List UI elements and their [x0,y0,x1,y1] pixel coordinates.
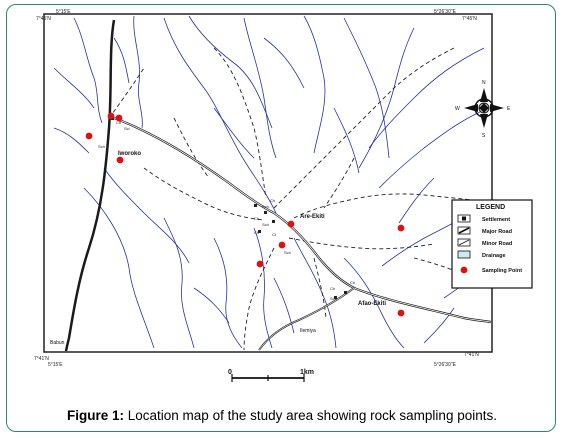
place-ilemiya: Ilemiya [300,328,316,334]
scale-end: 1km [300,369,314,376]
legend-title: LEGEND [476,204,505,211]
legend: LEGEND Settlement Major Road Minor Road … [451,199,533,289]
scale-start: 0 [228,369,232,376]
place-are-ekiti: Are-Ekiti [300,214,325,220]
label-ch: Ch [254,216,259,221]
compass-s: S [482,133,486,139]
coord-bottom-right-lat: 7°41'N [464,352,479,358]
label-sch: Sch [98,144,105,149]
legend-minor-road: Minor Road [482,241,512,247]
label-ch: Ch [254,230,259,235]
figure-caption: Figure 1: Location map of the study area… [0,408,564,423]
sampling-point [107,112,115,120]
coord-top-right-lon: 5°26'30"E [434,9,457,15]
sampling-point [116,156,124,164]
sampling-point [287,220,295,228]
label-ct: Ct [272,232,277,237]
sampling-point [278,241,286,249]
minor-roads [108,47,490,351]
map-border [43,13,493,353]
legend-major-road: Major Road [482,229,512,235]
label-ch: Ch [270,198,275,203]
sampling-points [85,112,405,317]
label-ch: Ch [330,286,335,291]
sampling-point [115,114,123,122]
label-sch: Sch [330,296,337,301]
label-ch: Ch [116,120,121,125]
caption-text: Location map of the study area showing r… [124,408,497,423]
compass-n: N [482,80,486,86]
compass-w: W [455,106,460,112]
compass-rose: N S E W [455,80,511,139]
major-roads [64,19,491,351]
coord-bottom-left-lon: 5°15'E [48,362,63,368]
sampling-point [85,132,93,140]
compass-e: E [507,106,511,112]
place-babun: Babun [50,340,65,346]
label-ch: Ch [350,280,355,285]
legend-sampling-point: Sampling Point [482,268,522,274]
sampling-point [397,309,405,317]
label-sch: Sch [262,222,269,227]
label-sch: Sch [284,250,291,255]
map-area: 7°45'N 5°15'E 7°45'N 5°26'30"E 7°41'N 5°… [14,8,534,405]
drainage-network [53,15,490,349]
legend-drainage: Drainage [482,253,506,259]
coord-top-right-lat: 7°45'N [462,16,477,22]
coord-top-left-lat: 7°45'N [36,16,51,22]
caption-label: Figure 1: [67,408,125,423]
label-scl: Scl [124,126,130,131]
scale-bar: 0 1km [228,369,314,382]
legend-settlement: Settlement [482,217,510,223]
label-sch: Sch [262,204,269,209]
coord-bottom-right-lon: 5°26'30"E [434,362,457,368]
coord-bottom-left-lat: 7°41'N [34,356,49,362]
location-map: 7°45'N 5°15'E 7°45'N 5°26'30"E 7°41'N 5°… [34,9,533,382]
coord-top-left-lon: 5°15'E [56,9,71,15]
place-afao-ekiti: Afao-Ekiti [358,301,386,307]
place-iworoko: Iworoko [118,151,141,157]
sampling-point [397,224,405,232]
sampling-point [256,260,264,268]
